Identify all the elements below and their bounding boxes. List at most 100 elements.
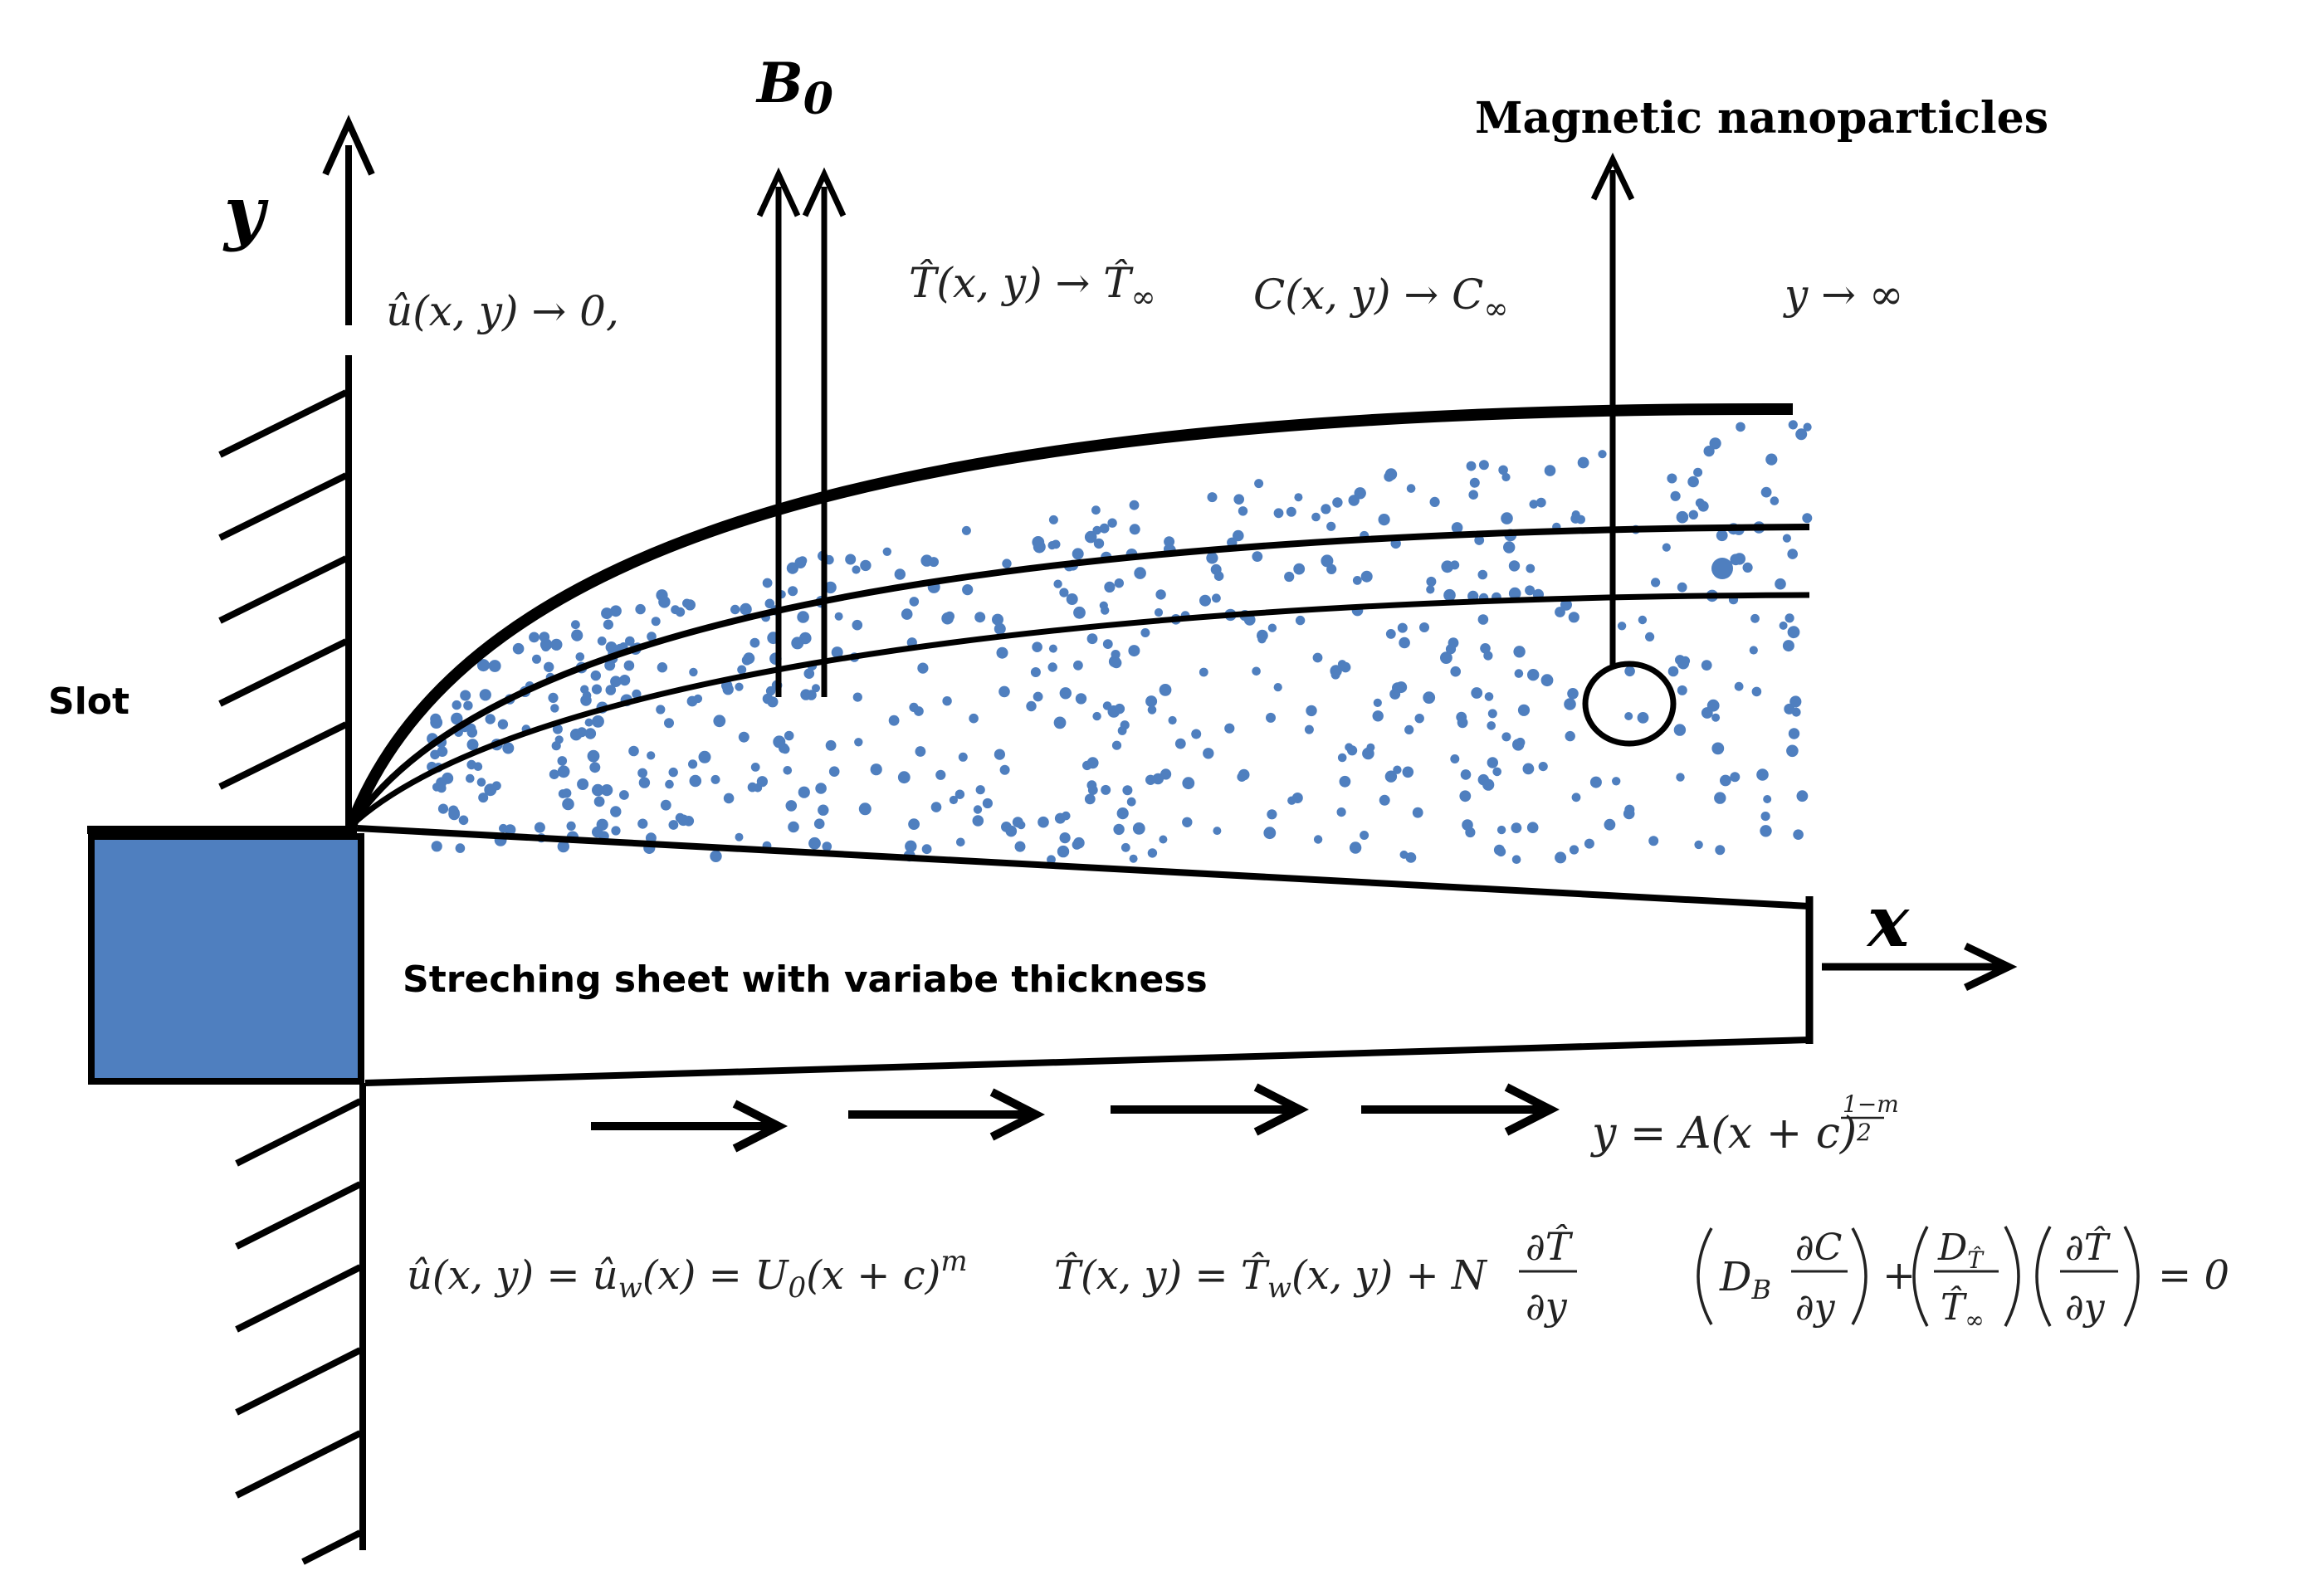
nanoparticle <box>675 607 686 617</box>
flux-plus: + <box>1882 1252 1916 1299</box>
nanoparticle <box>1471 687 1483 699</box>
nanoparticle <box>1062 811 1071 821</box>
nanoparticles-label: Magnetic nanoparticles <box>1475 93 2048 144</box>
nanoparticle <box>1787 549 1798 559</box>
nanoparticle <box>1389 688 1401 700</box>
nanoparticle <box>1742 562 1753 573</box>
nanoparticle <box>478 793 489 803</box>
nanoparticle <box>488 660 501 672</box>
nanoparticle <box>935 769 946 780</box>
nanoparticle <box>1086 757 1099 769</box>
C-far-condition: C(x, y) → C∞ <box>1253 271 1508 326</box>
nanoparticle <box>502 742 515 754</box>
nanoparticle <box>1284 571 1295 583</box>
nanoparticle <box>532 654 541 664</box>
nanoparticle <box>917 662 929 674</box>
nanoparticle <box>1336 807 1346 817</box>
nanoparticle <box>431 841 442 852</box>
nanoparticle <box>458 815 469 826</box>
nanoparticle <box>1099 523 1110 534</box>
nanoparticle <box>1750 613 1760 623</box>
nanoparticle <box>1711 713 1721 722</box>
nanoparticle <box>1347 745 1358 756</box>
nanoparticle <box>815 783 827 794</box>
nanoparticle <box>1091 505 1101 515</box>
sheet-label: Streching sheet with variabe thickness <box>403 958 1208 1001</box>
nanoparticle <box>505 824 516 836</box>
nanoparticle <box>1237 772 1247 782</box>
nanoparticle <box>1257 635 1267 644</box>
nanoparticle <box>1440 651 1452 664</box>
nanoparticle <box>1330 665 1342 677</box>
nanoparticle <box>684 599 696 611</box>
nanoparticle <box>1287 796 1296 805</box>
nanoparticle <box>888 715 900 726</box>
nanoparticle <box>1517 704 1531 716</box>
nanoparticle <box>1677 657 1690 670</box>
boundary-layer-middle <box>348 524 1810 828</box>
nanoparticle <box>949 795 958 805</box>
nanoparticle <box>1480 643 1491 654</box>
nanoparticle <box>1306 705 1317 717</box>
nanoparticle <box>738 731 749 743</box>
nanoparticle <box>1460 769 1472 780</box>
nanoparticle <box>557 756 568 766</box>
nanoparticle <box>1111 657 1122 669</box>
nanoparticle <box>1612 777 1621 786</box>
nanoparticle <box>611 826 621 836</box>
nanoparticle <box>550 704 559 713</box>
nanoparticle <box>1584 838 1594 849</box>
sheet-bottom-edge <box>364 1037 1810 1086</box>
nanoparticle <box>730 604 740 615</box>
nanoparticle <box>1073 606 1086 619</box>
nanoparticle <box>1122 785 1133 796</box>
nanoparticle <box>1730 772 1741 783</box>
zero-flux-condition: DB ∂C ∂y + DT̂ T̂∞ ∂T̂ ∂y = 0 <box>1697 1225 2229 1334</box>
nanoparticle <box>1134 567 1146 579</box>
nanoparticle <box>1263 827 1277 840</box>
nanoparticle <box>557 840 569 853</box>
nanoparticle <box>852 692 862 702</box>
nanoparticle <box>1113 823 1125 836</box>
paren-1-left <box>1697 1227 1713 1325</box>
nanoparticle <box>941 612 954 625</box>
nanoparticle <box>1294 493 1303 502</box>
nanoparticle <box>1384 770 1398 783</box>
nanoparticle <box>1784 703 1795 715</box>
nanoparticle <box>466 773 475 783</box>
nanoparticle <box>1560 598 1572 611</box>
nanoparticle <box>825 739 837 751</box>
nanoparticle <box>657 662 668 673</box>
nanoparticle <box>1086 780 1097 791</box>
nanoparticle <box>1749 646 1758 655</box>
nanoparticle <box>1466 461 1477 471</box>
nanoparticle <box>1048 515 1058 524</box>
nanoparticle <box>1564 698 1576 710</box>
nanoparticle <box>1450 560 1460 570</box>
nanoparticle <box>569 729 583 741</box>
nanoparticle <box>1730 554 1742 566</box>
nanoparticle <box>1104 581 1116 593</box>
nanoparticle <box>794 557 807 568</box>
nanoparticle <box>1199 667 1208 677</box>
nanoparticle <box>1111 650 1120 660</box>
nanoparticle <box>1782 640 1794 652</box>
nanoparticle <box>1522 763 1535 775</box>
nanoparticle <box>1429 496 1440 508</box>
nanoparticle <box>1360 831 1370 840</box>
nanoparticle <box>1788 420 1798 430</box>
nanoparticle <box>603 619 614 630</box>
nanoparticle <box>1501 472 1511 482</box>
nanoparticle <box>1751 686 1762 697</box>
nanoparticle <box>1213 571 1224 581</box>
nanoparticle <box>1393 765 1402 774</box>
nanoparticle <box>550 638 563 651</box>
nanoparticle <box>1638 615 1648 625</box>
nanoparticle <box>1676 510 1689 524</box>
nanoparticle <box>484 783 497 797</box>
nanoparticle <box>1526 563 1536 573</box>
nanoparticle <box>1304 724 1314 734</box>
x-axis-arrow-head <box>1964 942 2018 992</box>
nanoparticle <box>1129 524 1140 535</box>
nanoparticle <box>1763 795 1772 803</box>
